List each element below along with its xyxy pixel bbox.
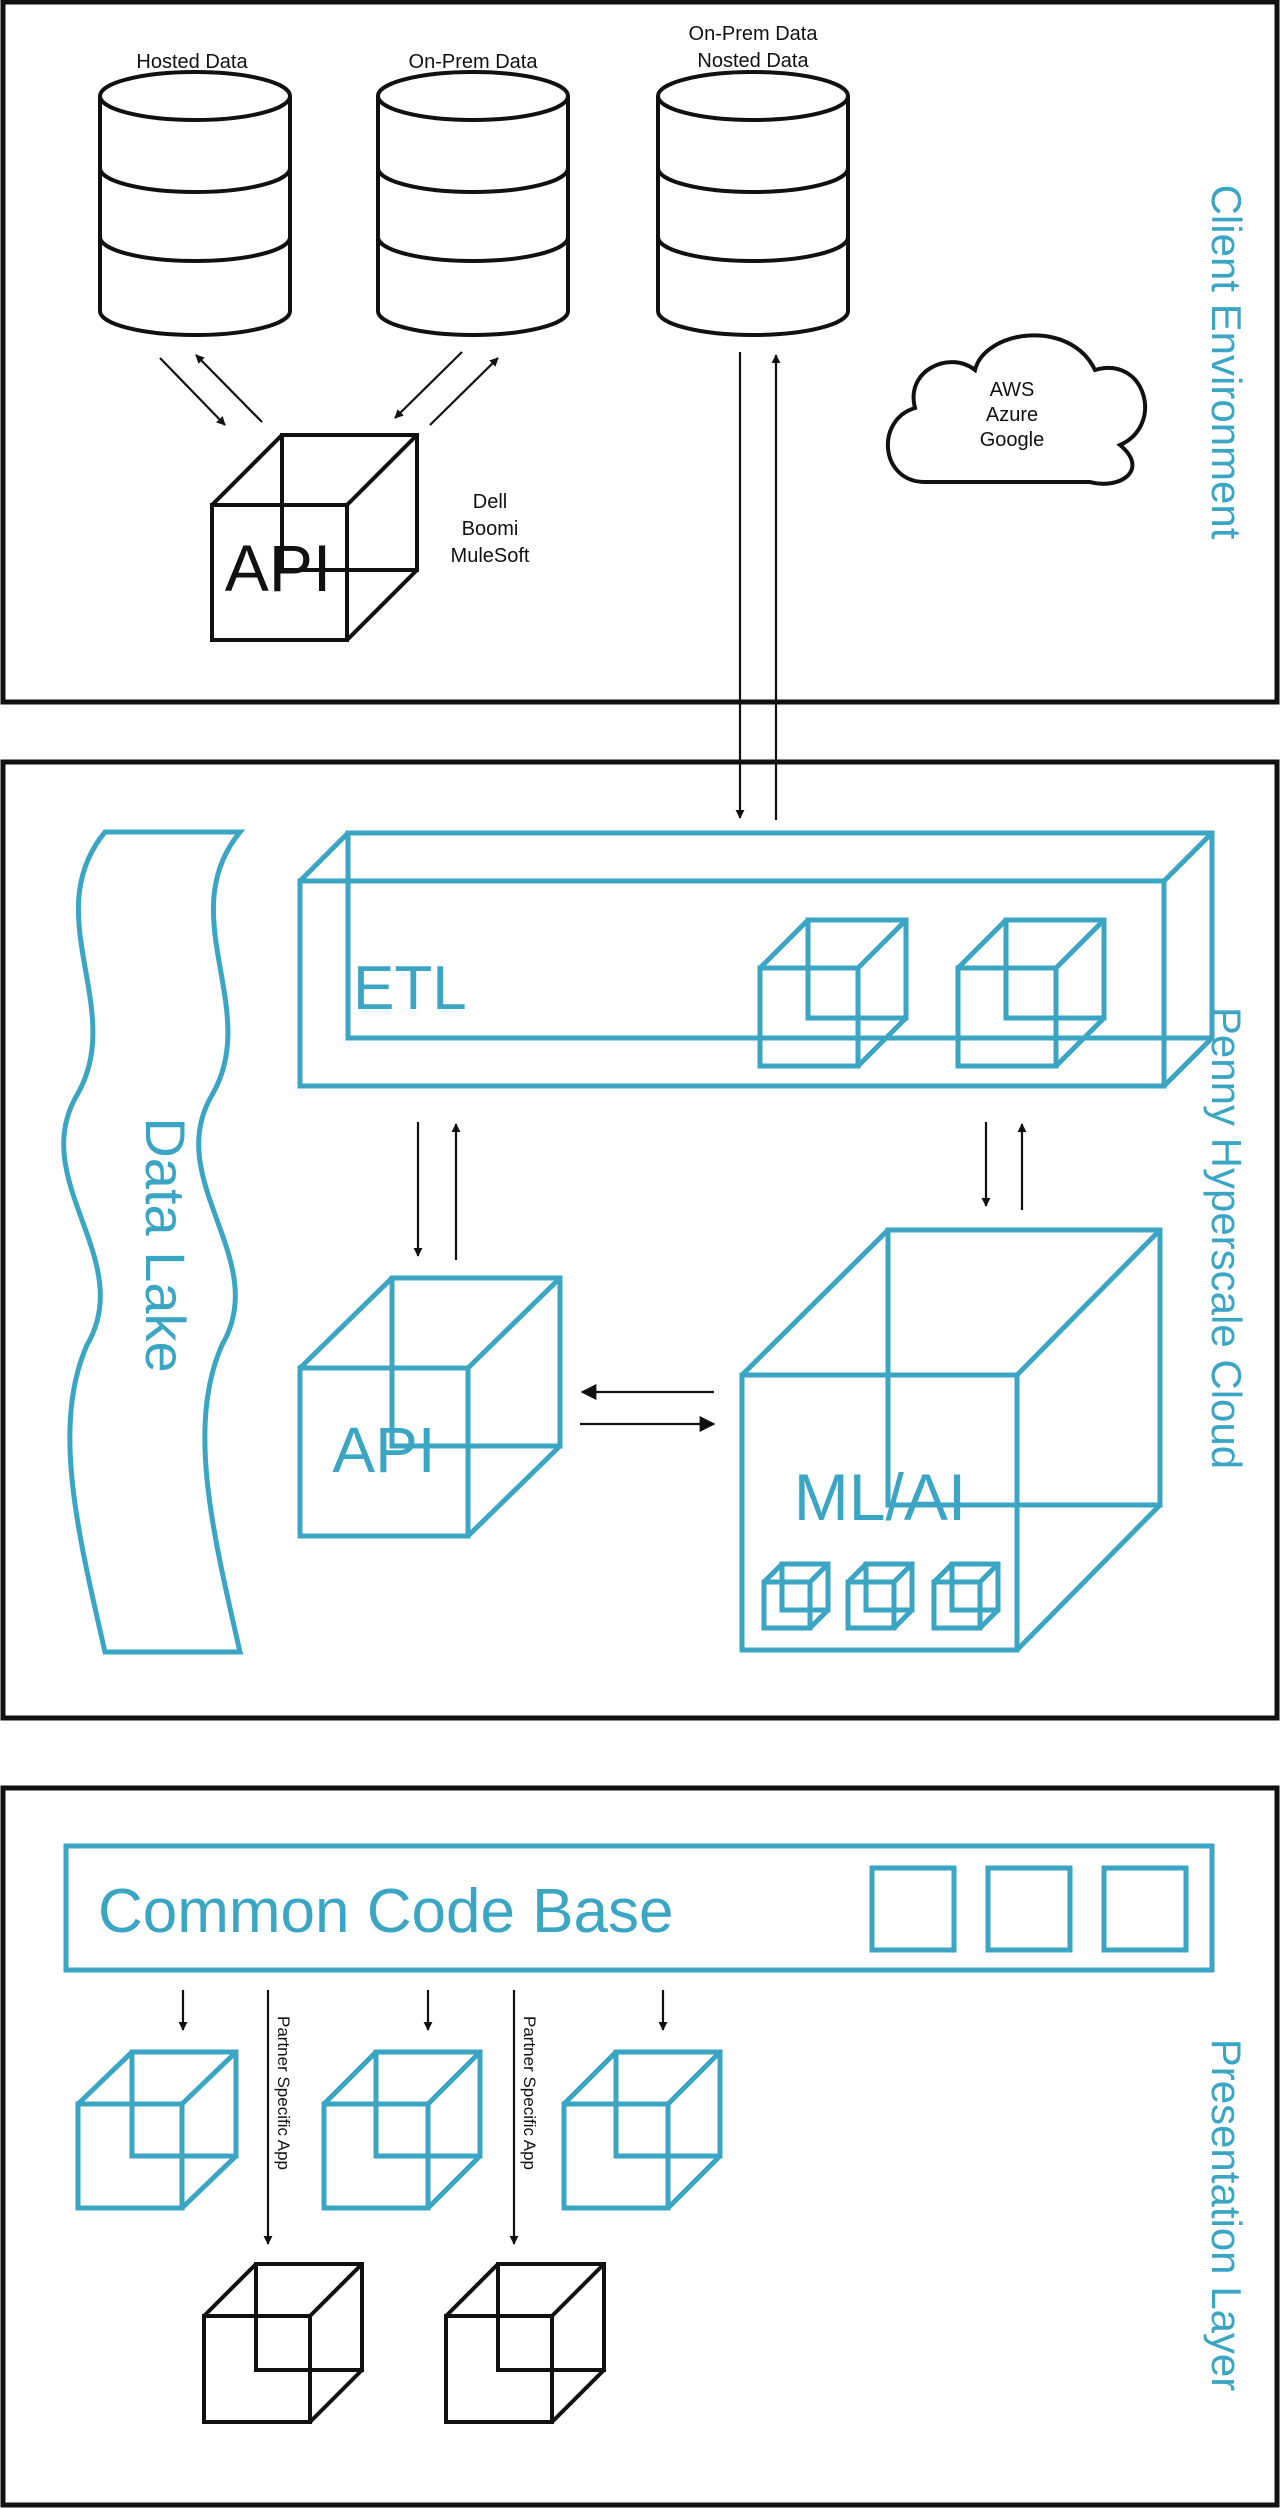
arrow-db2-to-api bbox=[394, 351, 463, 419]
hyperscale-cloud-frame bbox=[0, 759, 1280, 1721]
cube-icon bbox=[321, 2049, 483, 2211]
cube-icon bbox=[757, 917, 909, 1069]
ml-ai-label: ML/AI bbox=[794, 1460, 966, 1534]
api-vendor-boomi: Boomi bbox=[462, 518, 519, 540]
hyperscale-cloud-section: Penny Hyperscale Cloud Data Lake ETL bbox=[0, 759, 1280, 1721]
database-label-onprem-nosted-line2: Nosted Data bbox=[697, 50, 809, 72]
presentation-layer-section: Presentation Layer Common Code Base Part… bbox=[0, 1785, 1280, 2508]
partner-app-cube bbox=[202, 2262, 364, 2424]
database-cylinder-icon bbox=[376, 70, 570, 337]
cube-icon bbox=[845, 1561, 915, 1631]
cube-icon bbox=[761, 1561, 831, 1631]
arrow-api-to-db1 bbox=[195, 354, 263, 423]
data-lake-ribbon bbox=[61, 829, 246, 1655]
ml-ai-cube bbox=[739, 1227, 1163, 1653]
data-lake-label: Data Lake bbox=[134, 1117, 197, 1372]
partner-specific-app-label: Partner Specific App bbox=[274, 2016, 293, 2170]
database-cylinder-icon bbox=[656, 70, 850, 337]
hyperscale-cloud-label: Penny Hyperscale Cloud bbox=[1203, 1007, 1250, 1469]
presentation-layer-label: Presentation Layer bbox=[1203, 2039, 1250, 2392]
presentation-layer-frame bbox=[0, 1785, 1280, 2508]
cloud-icon bbox=[885, 333, 1147, 486]
common-code-base-bar bbox=[63, 1843, 1215, 1973]
client-environment-frame bbox=[0, 0, 1280, 705]
cloud-provider-azure: Azure bbox=[986, 404, 1038, 426]
etl-pipeline-box bbox=[297, 830, 1215, 1089]
common-code-base-label: Common Code Base bbox=[98, 1877, 674, 1946]
partner-app-cube bbox=[444, 2262, 606, 2424]
module-square-icon bbox=[985, 1865, 1073, 1953]
cloud-provider-aws: AWS bbox=[990, 379, 1035, 401]
api-service-cube bbox=[297, 1275, 563, 1539]
cube-icon bbox=[931, 1561, 1001, 1631]
client-environment-label: Client Environment bbox=[1203, 185, 1250, 540]
database-label-onprem: On-Prem Data bbox=[409, 51, 539, 73]
cube-icon bbox=[561, 2049, 723, 2211]
arrow-api-to-db2 bbox=[429, 357, 499, 426]
cube-icon bbox=[955, 917, 1107, 1069]
cloud-provider-google: Google bbox=[980, 429, 1045, 451]
etl-label: ETL bbox=[353, 954, 467, 1023]
database-label-onprem-nosted-line1: On-Prem Data bbox=[689, 23, 819, 45]
api-box-label: API bbox=[225, 531, 331, 605]
database-cylinder-icon bbox=[98, 70, 292, 337]
partner-specific-app-label: Partner Specific App bbox=[520, 2016, 539, 2170]
api-vendor-mulesoft: MuleSoft bbox=[451, 545, 530, 567]
api-cube-icon bbox=[210, 433, 419, 642]
api-vendor-dell: Dell bbox=[473, 491, 507, 513]
cube-icon bbox=[75, 2049, 239, 2211]
database-label-hosted: Hosted Data bbox=[136, 51, 248, 73]
api-service-label: API bbox=[332, 1414, 435, 1486]
client-environment-section: Client Environment Hosted Data On-Prem D… bbox=[0, 0, 1280, 820]
module-square-icon bbox=[1101, 1865, 1189, 1953]
arrow-db1-to-api bbox=[159, 357, 226, 426]
module-square-icon bbox=[869, 1865, 957, 1953]
